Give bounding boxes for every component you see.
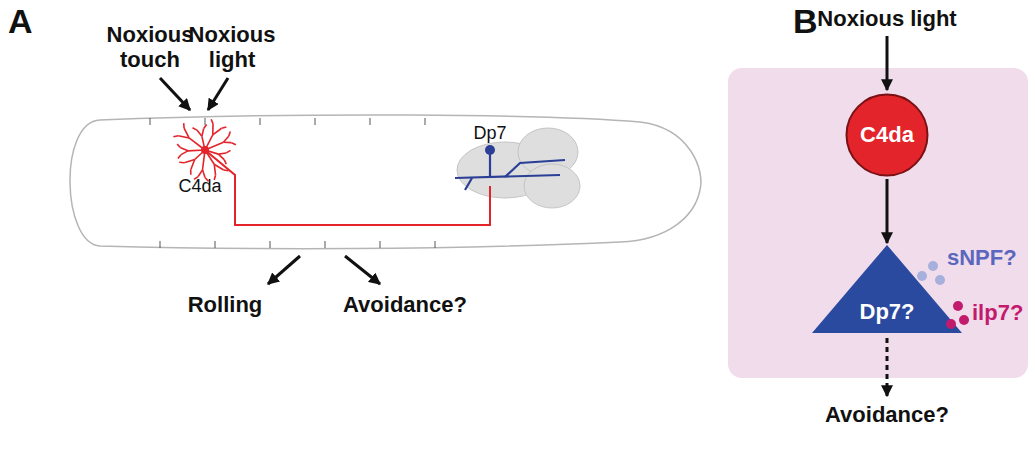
text-label: Noxious light — [184, 22, 280, 73]
behavior-arrows — [268, 256, 380, 284]
segment-ticks — [150, 118, 435, 248]
text-label: Rolling — [188, 292, 263, 317]
text-label: ilp7? — [972, 300, 1023, 325]
text-label: Avoidance? — [825, 402, 949, 427]
snpf-dots — [917, 261, 945, 285]
c4da-axon — [205, 150, 490, 225]
node-label: Dp7? — [812, 245, 962, 325]
connector-arrow — [886, 179, 889, 243]
input-arrow — [886, 36, 889, 90]
text-label: Dp7 — [473, 123, 506, 144]
dp7-neuron — [455, 150, 565, 190]
dp7-soma — [485, 145, 495, 155]
text-label: Noxious touch — [102, 22, 198, 73]
output-arrow — [886, 338, 889, 396]
text-label: Noxious light — [817, 6, 956, 31]
larva-outline — [70, 115, 701, 249]
panel-letter: A — [8, 2, 33, 41]
text-label: sNPF? — [947, 245, 1017, 270]
panel-background — [728, 68, 1028, 378]
c4da-dendrites — [173, 119, 236, 181]
neuron-triangle: Dp7? — [812, 245, 962, 333]
panel-letter: B — [793, 2, 818, 41]
neuron-circle: C4da — [845, 93, 929, 177]
node-label: C4da — [845, 93, 929, 148]
text-label: Avoidance? — [343, 292, 467, 317]
text-label: C4da — [178, 176, 221, 197]
stimulus-arrows — [160, 78, 228, 110]
